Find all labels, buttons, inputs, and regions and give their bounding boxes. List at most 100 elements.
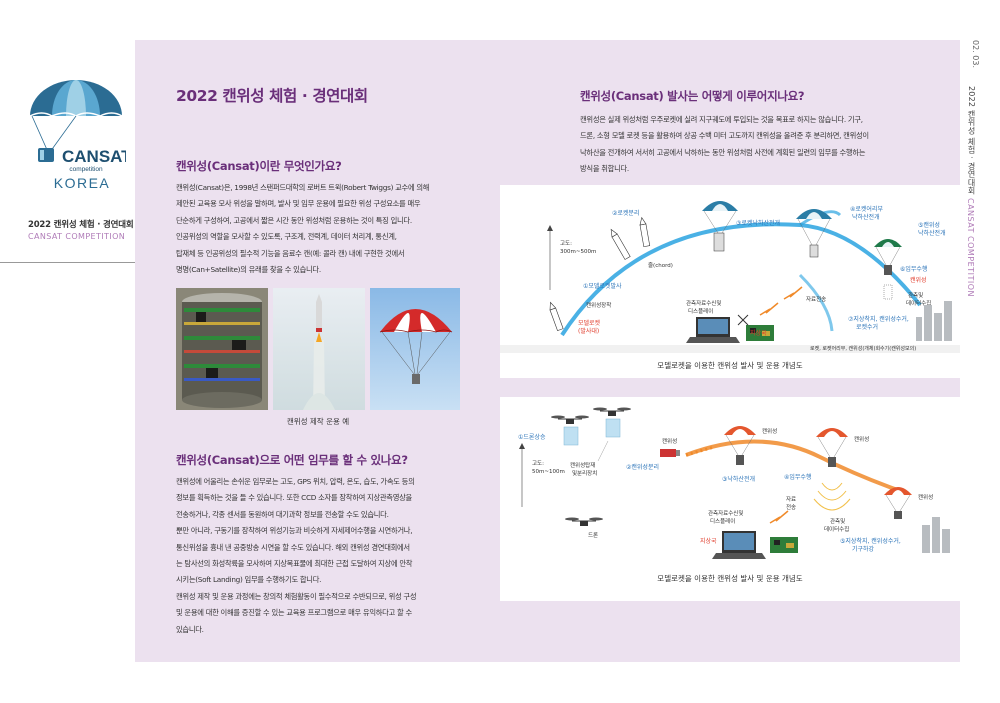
diagram1-caption: 모델로켓을 이용한 캔위성 발사 및 운용 개념도: [657, 360, 803, 370]
parachute-icon: [702, 201, 738, 252]
drone-icon: [565, 517, 603, 526]
svg-text:(발사대): (발사대): [578, 327, 599, 335]
svg-text:드론: 드론: [588, 532, 598, 539]
parachute-icon: [884, 487, 912, 519]
svg-text:300m~500m: 300m~500m: [560, 249, 596, 255]
parachute-icon: [796, 209, 832, 258]
svg-text:디스플레이: 디스플레이: [688, 307, 713, 315]
text-line: 인공위성의 역할을 모사할 수 있도록, 구조계, 전력계, 데이터 처리계, …: [176, 232, 397, 242]
svg-text:⑥임무수행: ⑥임무수행: [900, 265, 927, 273]
parachute-icon: [724, 426, 756, 465]
text-line: 단순하게 구성하여, 고공에서 짧은 시간 동안 위성처럼 운용하는 것이 특징…: [176, 215, 412, 225]
section-body-what-is-cansat: 캔위성(Cansat)은, 1998년 스탠퍼드대학의 로버트 트윅(Rober…: [176, 180, 468, 278]
diagram-rocket-launch: 고도: 300m~500m ②로켓분리 ①모델로켓발사 캔위성장착 모델로켓 (…: [500, 185, 960, 378]
circuit-board-icon: [770, 537, 798, 553]
svg-text:①모델로켓발사: ①모델로켓발사: [583, 282, 622, 290]
section-heading-launch: 캔위성(Cansat) 발사는 어떻게 이루어지나요?: [580, 89, 805, 103]
svg-text:CANSAT: CANSAT: [62, 147, 126, 166]
text-line: 제안된 교육용 모사 위성을 말하며, 발사 및 임무 운용에 필요한 위성 구…: [176, 199, 421, 209]
section-body-missions: 캔위성에 어울리는 손쉬운 임무로는 고도, GPS 위치, 압력, 온도, 습…: [176, 474, 468, 638]
page-number: 02. 03.: [971, 40, 980, 68]
satellite-antenna-icon: [737, 314, 749, 326]
section-body-launch: 캔위성은 실제 위성처럼 우주로켓에 실려 지구궤도에 투입되는 것을 목표로 …: [580, 112, 952, 178]
parachute-icon: [874, 239, 902, 275]
svg-text:②로켓분리: ②로켓분리: [612, 209, 639, 217]
svg-text:⑦지상착지, 캔위성수거,: ⑦지상착지, 캔위성수거,: [848, 315, 909, 323]
svg-text:③낙하산전개: ③낙하산전개: [722, 475, 755, 483]
svg-text:자료전송: 자료전송: [806, 295, 826, 303]
svg-text:캔위성장착: 캔위성장착: [586, 301, 611, 309]
circuit-board-icon: [746, 325, 774, 341]
drone-icon: [593, 407, 631, 438]
laptop-icon: [712, 531, 766, 559]
photo-caption: 캔위성 제작 운용 예: [286, 417, 350, 426]
svg-text:⑤지상착지, 캔위성수거,: ⑤지상착지, 캔위성수거,: [840, 537, 901, 545]
svg-text:로켓, 로켓어리부, 캔위성(개체)회수기(캔위성모의): 로켓, 로켓어리부, 캔위성(개체)회수기(캔위성모의): [810, 345, 916, 352]
cansat-korea-logo: CANSAT competition KOREA: [29, 80, 126, 191]
sidebar-title: 2022 캔위성 체험 · 경연대회: [28, 220, 134, 230]
text-line: 전송하거나, 각종 센서를 동원하여 대기과학 정보를 전송할 수도 있습니다.: [176, 509, 389, 519]
text-line: 방식을 취합니다.: [580, 164, 629, 174]
svg-text:관측및: 관측및: [908, 291, 923, 299]
diagram2-caption: 모델로켓을 이용한 캔위성 발사 및 운용 개념도: [657, 573, 803, 583]
city-buildings-icon: [922, 517, 950, 553]
svg-text:③로켓낙하산전개: ③로켓낙하산전개: [736, 219, 780, 227]
svg-text:고도:: 고도:: [532, 460, 544, 467]
laptop-icon: [686, 317, 740, 343]
svg-text:관측및: 관측및: [830, 517, 845, 525]
svg-text:캔위성: 캔위성: [910, 276, 927, 284]
svg-text:데이터수집: 데이터수집: [906, 299, 931, 307]
svg-text:지상국: 지상국: [700, 537, 717, 545]
section-heading-what-is-cansat: 캔위성(Cansat)이란 무엇인가요?: [176, 159, 342, 173]
svg-text:모델로켓: 모델로켓: [578, 319, 601, 327]
text-line: 는 탐사선의 화성착륙을 모사하여 지상목표물에 최대한 근접 도달하여 지상에…: [176, 559, 413, 569]
text-line: 캔위성은 실제 위성처럼 우주로켓에 실려 지구궤도에 투입되는 것을 목표로 …: [580, 115, 863, 124]
svg-text:로켓수거: 로켓수거: [856, 323, 878, 331]
text-line: 통신위성을 흉내 낸 공중방송 시연을 할 수도 있습니다. 해외 캔위성 경연…: [176, 542, 410, 552]
svg-text:KOREA: KOREA: [54, 175, 111, 191]
svg-text:줄(chord): 줄(chord): [648, 262, 673, 269]
svg-text:고도:: 고도:: [560, 240, 572, 247]
sidebar: CANSAT competition KOREA 2022 캔위성 체험 · 경…: [0, 0, 135, 703]
text-line: 시키는(Soft Landing) 임무를 수행하기도 합니다.: [176, 575, 322, 585]
text-line: 정보를 획득하는 것을 들 수 있습니다. 또한 CCD 소자를 장착하여 지상…: [176, 493, 412, 503]
text-line: 캔위성에 어울리는 손쉬운 임무로는 고도, GPS 위치, 압력, 온도, 습…: [176, 477, 415, 486]
section-heading-missions: 캔위성(Cansat)으로 어떤 임무를 할 수 있나요?: [176, 453, 408, 467]
city-buildings-icon: [916, 301, 952, 341]
text-line: 및 운용에 대한 이해를 증진할 수 있는 교육용 프로그램으로 매우 유익하다…: [176, 608, 412, 618]
svg-text:자료: 자료: [786, 495, 796, 503]
svg-text:관측자료수신및: 관측자료수신및: [708, 509, 743, 517]
vertical-subtitle: CANSAT COMPETITION: [966, 198, 975, 297]
photo-parachute-descent: [370, 288, 460, 410]
svg-text:관측자료수신및: 관측자료수신및: [686, 299, 721, 307]
svg-text:기구하강: 기구하강: [852, 545, 875, 553]
text-line: 캔위성 제작 및 운용 과정에는 창의적 체험활동이 필수적으로 수반되므로, …: [176, 591, 417, 601]
text-line: 뿐만 아니라, 구동기를 장착하여 위성기능과 비슷하게 자세제어수행을 시연하…: [176, 526, 413, 536]
page-title: 2022 캔위성 체험 · 경연대회: [176, 87, 368, 105]
rocket-icon: [549, 301, 564, 332]
parachute-icon: [816, 428, 848, 467]
svg-text:낙하산전개: 낙하산전개: [852, 213, 880, 221]
text-line: 명명(Can+Satellite)의 유래를 찾을 수 있습니다.: [176, 265, 321, 275]
svg-text:낙하산전개: 낙하산전개: [918, 229, 946, 237]
svg-text:캔위성: 캔위성: [918, 493, 933, 501]
text-line: 드론, 소형 모델 로켓 등을 활용하여 상공 수백 미터 고도까지 캔위성을 …: [580, 131, 869, 141]
drone-icon: [551, 415, 589, 446]
sidebar-divider: [0, 262, 135, 263]
svg-text:전송: 전송: [786, 503, 796, 511]
sidebar-subtitle: CANSAT COMPETITION: [28, 232, 126, 241]
svg-text:④로켓어리부: ④로켓어리부: [850, 205, 883, 213]
svg-text:캔위성: 캔위성: [662, 437, 677, 445]
svg-text:캔위성탑재: 캔위성탑재: [570, 461, 595, 469]
svg-text:캔위성: 캔위성: [854, 435, 869, 443]
svg-text:디스플레이: 디스플레이: [710, 517, 735, 525]
svg-text:데이터수집: 데이터수집: [824, 525, 849, 533]
svg-text:④임무수행: ④임무수행: [784, 473, 811, 481]
svg-text:①드론상승: ①드론상승: [518, 433, 546, 441]
svg-text:캔위성: 캔위성: [762, 427, 777, 435]
svg-text:지상국: 지상국: [750, 329, 767, 337]
vertical-title: 2022 캔위성 체험 · 경연대회: [967, 86, 976, 195]
svg-text:competition: competition: [69, 166, 103, 173]
text-line: 탑재체 등 인공위성의 필수적 기능을 음료수 캔(예: 콜라 캔) 내에 구현…: [176, 248, 405, 258]
svg-text:②캔위성분리: ②캔위성분리: [626, 463, 659, 471]
